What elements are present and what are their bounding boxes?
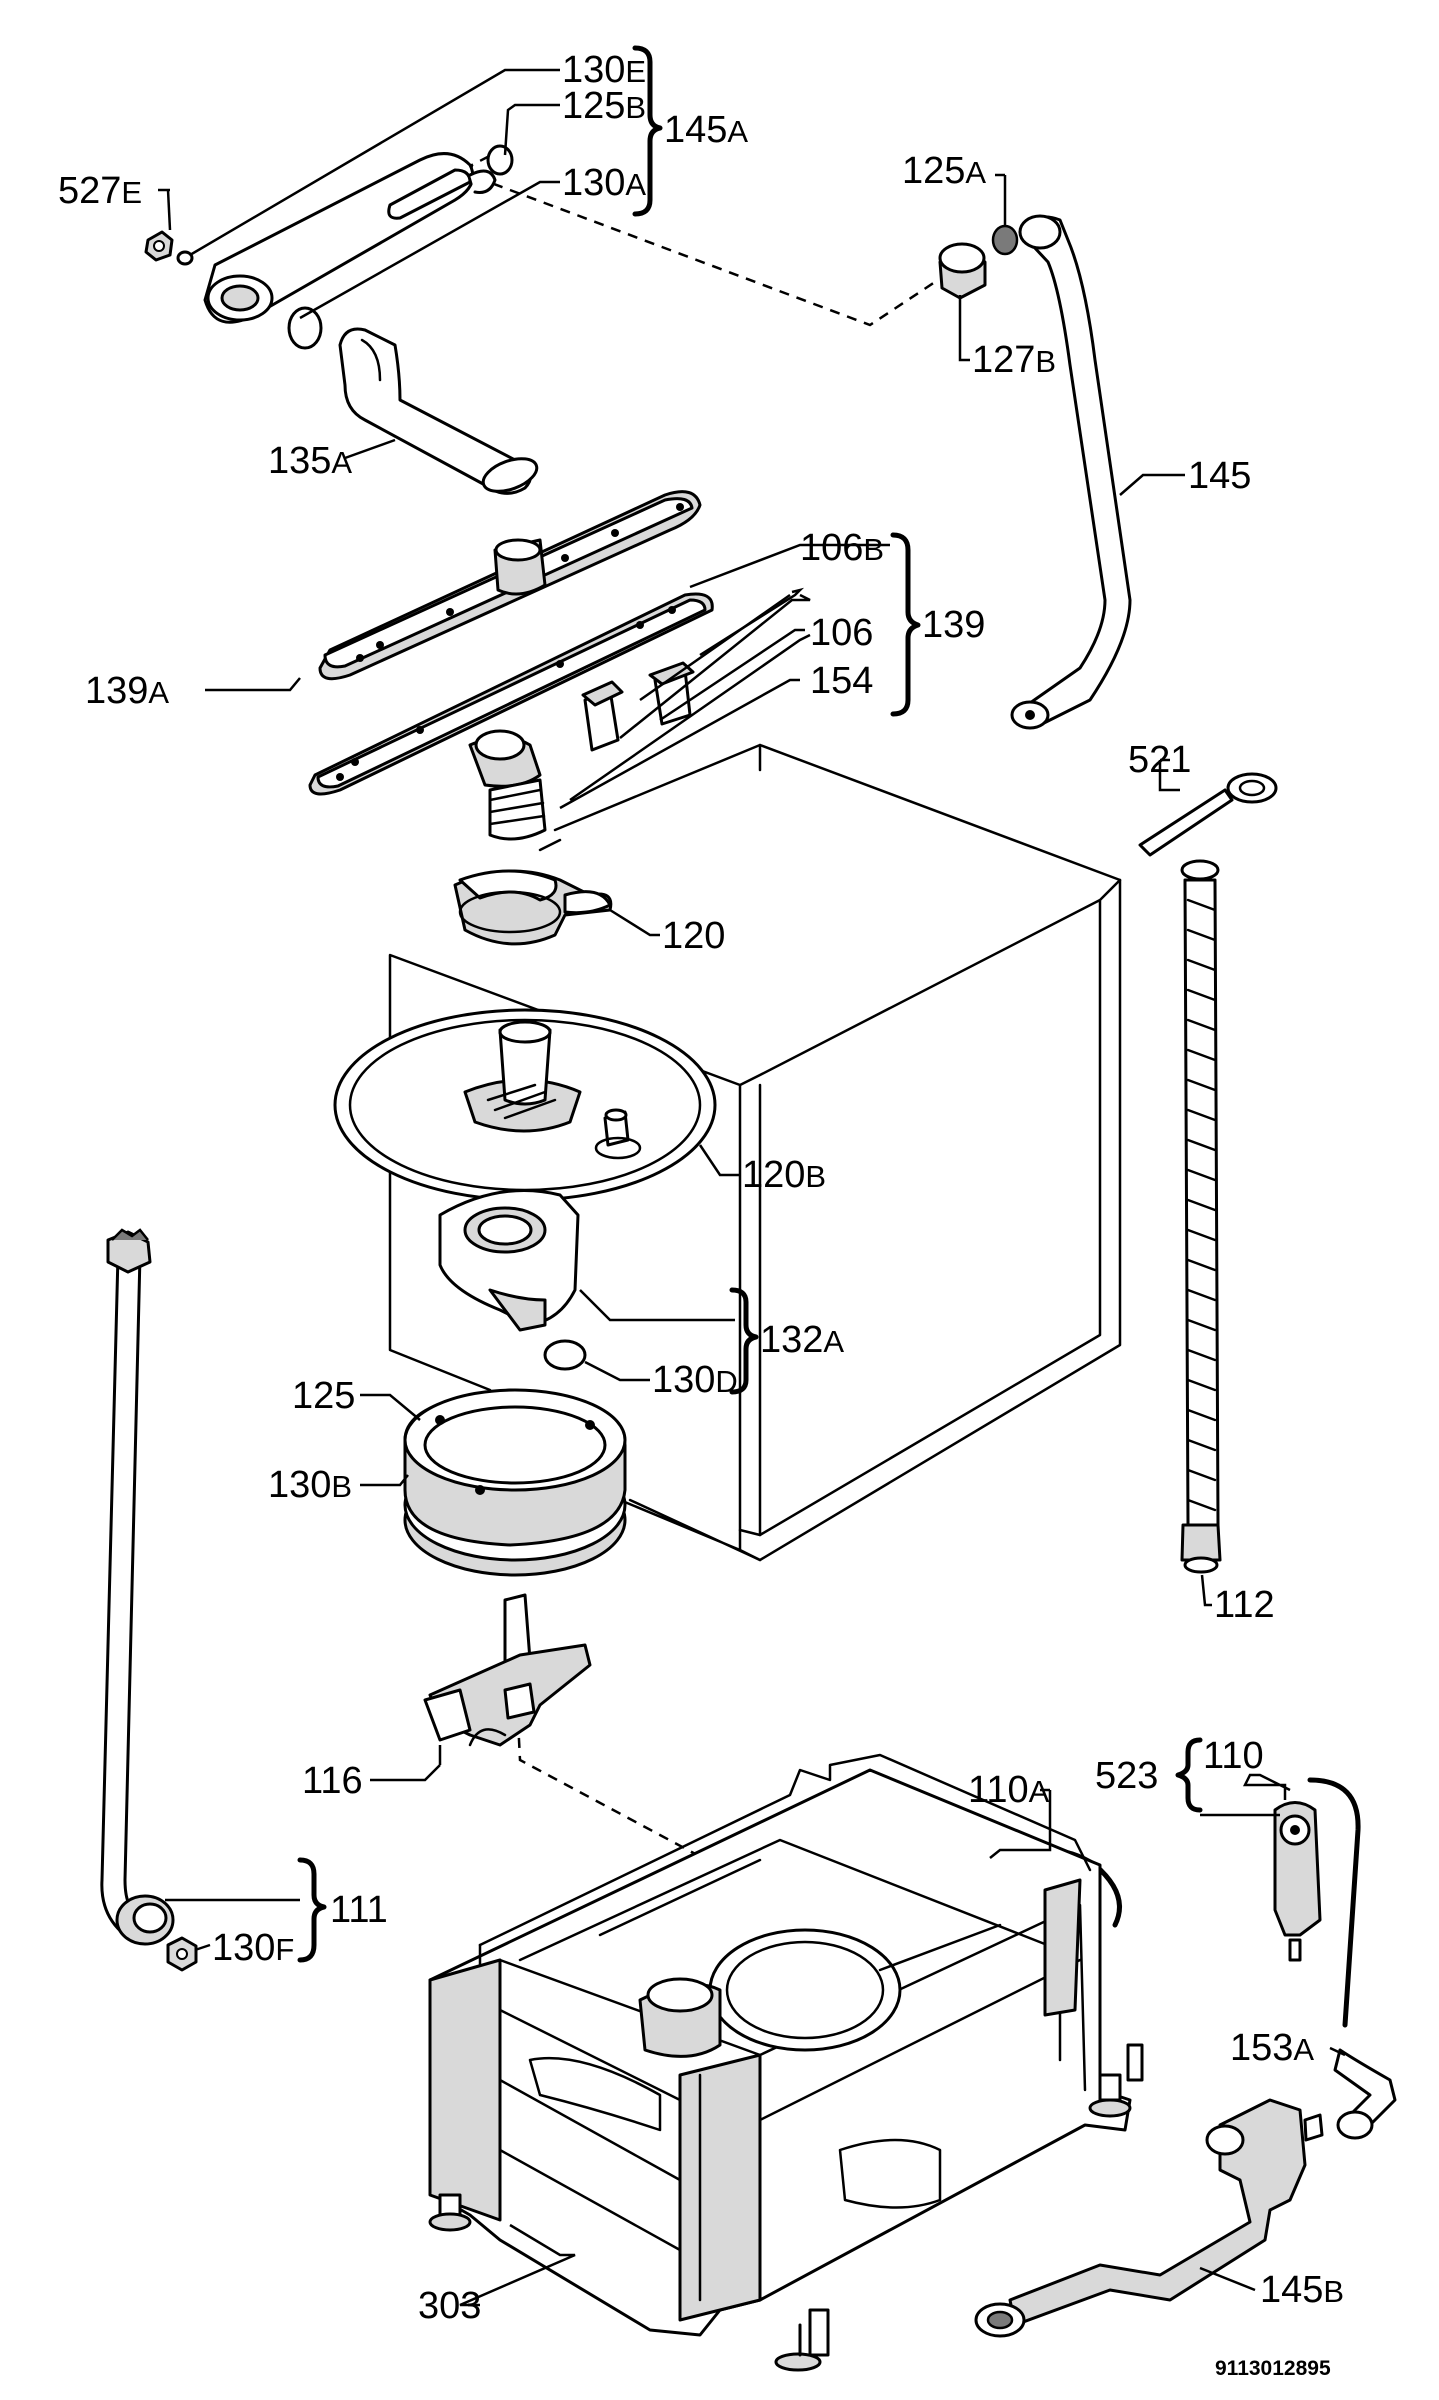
nut-527e	[144, 230, 174, 262]
label-130a: 130A	[562, 162, 646, 204]
label-125b: 125B	[562, 85, 646, 127]
drain-pipe-145b	[974, 2098, 1324, 2338]
o-ring-130d	[543, 1339, 587, 1371]
seal-ring-125b	[486, 144, 514, 176]
label-106: 106	[810, 612, 873, 654]
label-112: 112	[1214, 1584, 1275, 1626]
label-521: 521	[1128, 739, 1191, 781]
supply-tube-135a	[338, 327, 539, 495]
label-145a: 145A	[664, 109, 748, 151]
lower-spray-arm-139	[308, 490, 714, 796]
flex-hose-112	[1180, 859, 1222, 1574]
label-120: 120	[662, 915, 725, 957]
base-frame-303	[428, 1753, 1144, 2372]
label-106b: 106B	[800, 527, 884, 569]
filter-plate-120b	[333, 1008, 717, 1202]
document-number: 9113012895	[1215, 2357, 1331, 2380]
hose-111	[100, 1228, 175, 1946]
label-130f: 130F	[212, 1927, 294, 1969]
label-127b: 127B	[972, 339, 1056, 381]
filter-120	[453, 869, 613, 946]
label-139: 139	[922, 604, 985, 646]
clip-106	[648, 661, 695, 726]
label-125: 125	[292, 1375, 355, 1417]
seal-125a	[991, 224, 1019, 256]
label-125a: 125A	[902, 150, 986, 192]
label-154: 154	[810, 660, 873, 702]
label-145b: 145B	[1260, 2269, 1344, 2311]
nut-130f	[166, 1936, 198, 1972]
label-130d: 130D	[652, 1359, 738, 1401]
label-139a: 139A	[85, 670, 169, 712]
label-527e: 527E	[58, 170, 142, 212]
o-ring-130e	[176, 250, 194, 266]
upper-spray-arm	[203, 152, 497, 324]
leader-lines	[158, 68, 1346, 2307]
clip-106b	[581, 680, 624, 752]
o-ring-130a	[287, 306, 323, 350]
spring-hub-154	[468, 729, 547, 841]
label-110: 110	[1203, 1735, 1264, 1777]
label-135a: 135A	[268, 440, 352, 482]
part-labels: 130E 125B 130A 145A 527E 125A 127B 135A …	[58, 49, 1344, 2327]
sump-ring-125	[403, 1388, 627, 1577]
label-111: 111	[330, 1889, 388, 1931]
elbow-153a	[1333, 2048, 1397, 2140]
connector-116	[423, 1593, 592, 1747]
label-145: 145	[1188, 455, 1251, 497]
sensor-110	[1273, 1777, 1361, 2028]
label-120b: 120B	[742, 1154, 826, 1196]
label-153a: 153A	[1230, 2027, 1314, 2069]
label-132a: 132A	[760, 1319, 844, 1361]
label-130b: 130B	[268, 1464, 352, 1506]
tab-521	[1138, 772, 1278, 857]
braces	[297, 45, 1203, 1963]
label-116: 116	[302, 1760, 363, 1802]
label-130e: 130E	[562, 49, 646, 91]
label-110a: 110A	[968, 1769, 1050, 1811]
sump-132a	[438, 1189, 580, 1332]
label-303: 303	[418, 2285, 481, 2327]
label-523: 523	[1095, 1755, 1158, 1797]
fitting-127b	[938, 242, 987, 300]
supply-pipe-145	[1010, 214, 1132, 730]
